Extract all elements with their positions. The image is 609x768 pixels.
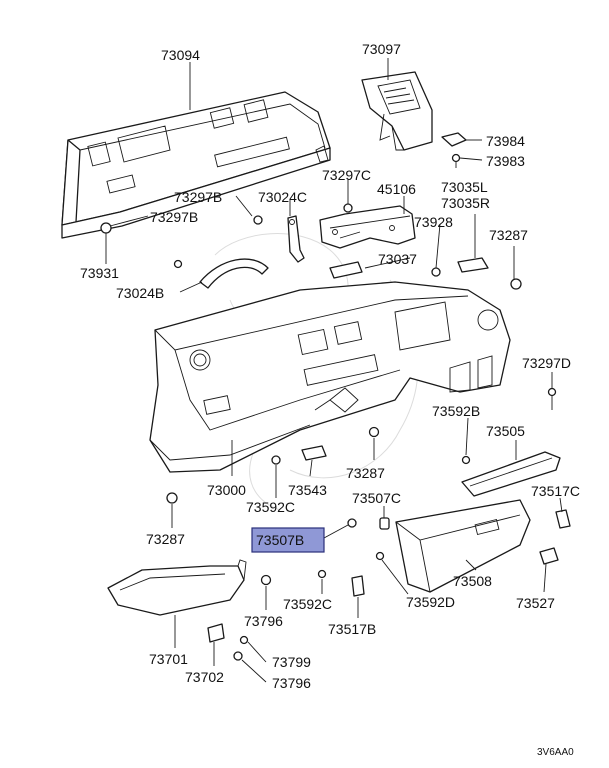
glovebox-lid-part xyxy=(461,451,561,497)
part-label: 73287 xyxy=(489,227,528,243)
part-label-highlighted: 73507B xyxy=(256,532,304,548)
screw-icon xyxy=(510,278,522,290)
part-label: 73287 xyxy=(146,531,185,547)
screw-icon xyxy=(260,574,272,586)
part-label: 73702 xyxy=(185,669,224,685)
clip-73517c-part xyxy=(555,509,571,529)
bracket-73543-part xyxy=(301,445,327,461)
part-label: 73024C xyxy=(258,189,307,205)
part-label: 73094 xyxy=(161,47,200,63)
part-label: 73543 xyxy=(288,482,327,498)
part-label: 73983 xyxy=(486,153,525,169)
part-label: 73931 xyxy=(80,265,119,281)
fasteners xyxy=(100,203,557,661)
highlighted-part-box xyxy=(251,527,325,553)
diagram-code: 3V6AA0 xyxy=(537,747,574,758)
clip-73517b-part xyxy=(351,575,365,597)
screw-icon xyxy=(547,387,557,410)
glove-box-part xyxy=(395,499,531,593)
screw-icon xyxy=(271,455,281,465)
panel-73037-part xyxy=(329,261,363,279)
screw-icon xyxy=(233,651,243,661)
clip-73702-part xyxy=(207,623,225,643)
part-label: 73592C xyxy=(246,499,295,515)
part-label: 73035L xyxy=(441,179,488,195)
leader-lines xyxy=(105,58,563,683)
part-label: 45106 xyxy=(377,181,416,197)
part-labels: 73094 73097 73984 73983 73297C 45106 730… xyxy=(80,41,580,758)
screw-icon xyxy=(375,551,385,561)
part-label: 73297B xyxy=(174,189,222,205)
screw-icon xyxy=(317,569,327,579)
part-label: 73701 xyxy=(149,651,188,667)
clip-73527-part xyxy=(539,547,559,565)
part-label: 73035R xyxy=(441,195,490,211)
cover-73035-part xyxy=(457,257,489,273)
instrument-panel-part xyxy=(149,281,511,473)
screw-icon xyxy=(461,455,471,465)
part-label: 73799 xyxy=(272,654,311,670)
part-label: 73517C xyxy=(531,483,580,499)
part-label: 73592B xyxy=(432,403,480,419)
screw-icon xyxy=(100,222,112,234)
screw-icon xyxy=(343,203,353,213)
screw-icon xyxy=(368,426,380,438)
screw-icon xyxy=(166,492,178,504)
bracket-73024b-part xyxy=(199,258,269,289)
part-label: 73287 xyxy=(346,465,385,481)
screw-icon xyxy=(253,215,263,225)
part-label: 73517B xyxy=(328,621,376,637)
part-label: 73297D xyxy=(522,355,571,371)
reinforcement-45106-part xyxy=(319,205,416,249)
part-label: 73592D xyxy=(406,594,455,610)
nut-73507c-part xyxy=(379,517,390,530)
clip-73984-part xyxy=(441,132,467,168)
part-label: 73297C xyxy=(322,167,371,183)
upper-cover-part xyxy=(61,91,331,239)
screw-icon xyxy=(347,518,357,528)
part-label: 73097 xyxy=(362,41,401,57)
part-label: 73508 xyxy=(453,573,492,589)
bracket-73024c-part xyxy=(287,215,305,263)
part-label: 73928 xyxy=(414,214,453,230)
part-label: 73796 xyxy=(244,613,283,629)
part-label: 73592C xyxy=(283,596,332,612)
lower-cover-part xyxy=(107,559,247,616)
part-label: 73984 xyxy=(486,133,525,149)
part-label: 73796 xyxy=(272,675,311,691)
part-label: 73037 xyxy=(378,251,417,267)
part-label: 73024B xyxy=(116,285,164,301)
speaker-grille-part xyxy=(361,71,433,151)
part-label: 73505 xyxy=(486,423,525,439)
screw-icon xyxy=(173,259,183,269)
part-label: 73000 xyxy=(207,482,246,498)
screw-icon xyxy=(239,635,249,645)
screw-icon xyxy=(431,267,441,277)
part-label: 73507C xyxy=(352,490,401,506)
part-label: 73527 xyxy=(516,595,555,611)
part-label: 73297B xyxy=(150,209,198,225)
